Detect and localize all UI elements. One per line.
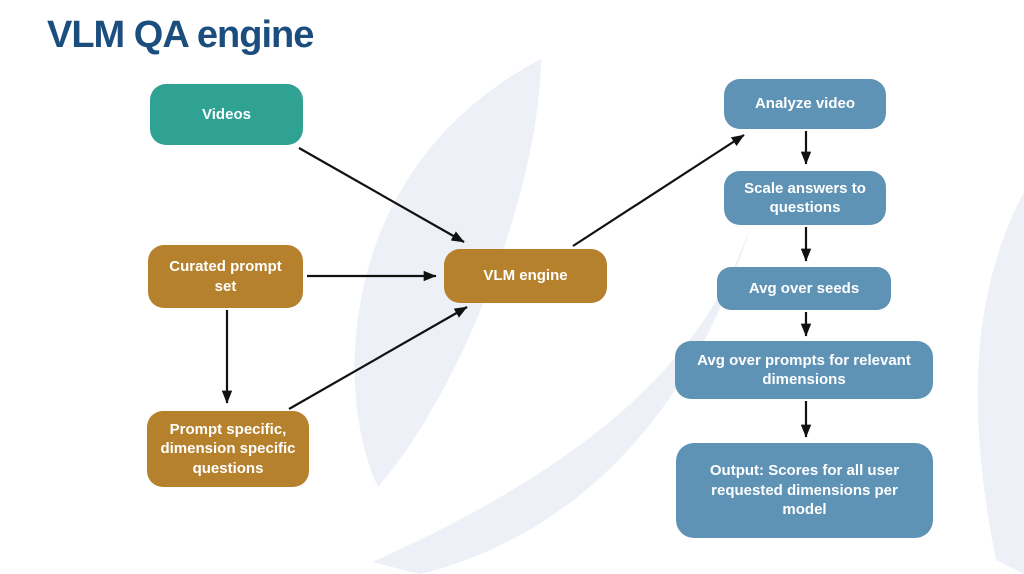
node-curated-prompt-set: Curated prompt set (148, 245, 303, 308)
swoosh-ribbon-shape (372, 222, 752, 574)
node-analyze-video-label: Analyze video (754, 95, 856, 113)
swoosh-right-sliver-shape (977, 192, 1024, 574)
node-output-label: Output: Scores for all user requested di… (709, 462, 900, 519)
node-videos: Videos (150, 84, 303, 145)
node-avg-over-seeds-label: Avg over seeds (748, 279, 860, 297)
node-avg-over-prompts: Avg over prompts for relevant dimensions (675, 341, 933, 399)
node-analyze-video: Analyze video (724, 79, 886, 129)
arrow-videos-to-vlm-engine (298, 147, 465, 243)
node-videos-label: Videos (202, 105, 251, 123)
page-title: VLM QA engine (47, 14, 314, 56)
node-vlm-engine-label: VLM engine (483, 267, 568, 285)
node-prompt-specific-questions: Prompt specific, dimension specific ques… (147, 411, 309, 487)
arrow-vlm-engine-to-analyze-video (572, 134, 745, 247)
node-avg-over-seeds: Avg over seeds (717, 267, 891, 310)
node-vlm-engine: VLM engine (444, 249, 607, 303)
node-scale-answers: Scale answers to questions (724, 171, 886, 225)
arrow-prompt-specific-questions-to-vlm-engine (288, 306, 468, 410)
node-avg-over-prompts-label: Avg over prompts for relevant dimensions (697, 351, 911, 389)
node-output: Output: Scores for all user requested di… (676, 443, 933, 538)
node-curated-prompt-set-label: Curated prompt set (169, 258, 282, 295)
node-scale-answers-label: Scale answers to questions (744, 179, 866, 217)
node-prompt-specific-questions-label: Prompt specific, dimension specific ques… (160, 420, 296, 477)
